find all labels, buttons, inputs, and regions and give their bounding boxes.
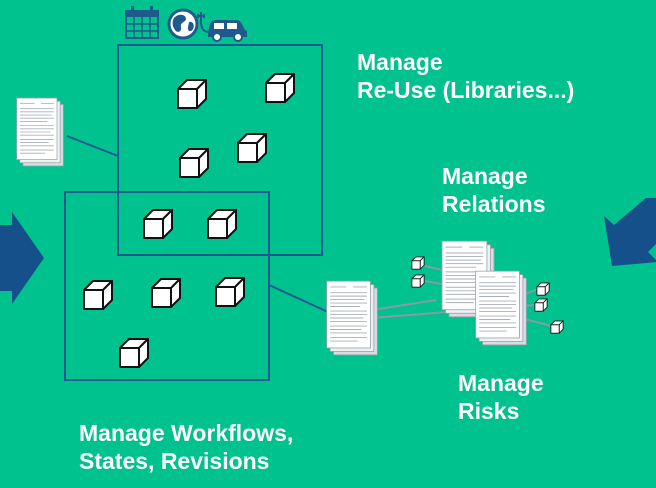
cube (215, 277, 245, 307)
library-cubes (177, 73, 295, 178)
doc-to-library-connector (66, 135, 119, 157)
document-icon (475, 270, 527, 346)
manage-workflows-label: Manage Workflows, States, Revisions (79, 420, 293, 475)
calendar-icon (125, 6, 159, 39)
electric-car-icon (197, 12, 247, 42)
document-icon (16, 97, 64, 167)
manage-risks-line1: Manage (458, 370, 544, 396)
manage-relations-line1: Manage (442, 163, 528, 189)
manage-relations-label: Manage Relations (442, 163, 546, 218)
cube (177, 79, 207, 109)
cube (237, 133, 267, 163)
cube (143, 209, 173, 239)
manage-relations-line2: Relations (442, 190, 546, 217)
manage-workflows-line2: States, Revisions (79, 447, 270, 474)
workflow-cubes (83, 277, 245, 368)
small-cube (536, 282, 550, 296)
cube (83, 280, 113, 310)
manage-risks-label: Manage Risks (458, 370, 544, 425)
cube (119, 338, 149, 368)
small-cube (534, 298, 548, 312)
right-arrow (604, 198, 656, 266)
manage-workflows-line1: Manage Workflows, (79, 420, 294, 446)
globe-icon (167, 8, 199, 40)
small-cube (411, 256, 425, 270)
cube (265, 73, 295, 103)
shared-cubes (143, 209, 237, 239)
manage-reuse-label: Manage Re-Use (Libraries...) (357, 49, 574, 104)
small-cube (411, 274, 425, 288)
cube (207, 209, 237, 239)
cube (151, 278, 181, 308)
library-frame (117, 44, 323, 256)
small-cube (550, 320, 564, 334)
manage-risks-line2: Risks (458, 397, 520, 424)
document-icon (326, 280, 378, 356)
workflow-to-doc-connector (268, 284, 329, 313)
manage-reuse-line2: Re-Use (Libraries...) (357, 76, 575, 103)
manage-reuse-line1: Manage (357, 49, 443, 75)
cube (179, 148, 209, 178)
left-arrow (0, 212, 44, 304)
